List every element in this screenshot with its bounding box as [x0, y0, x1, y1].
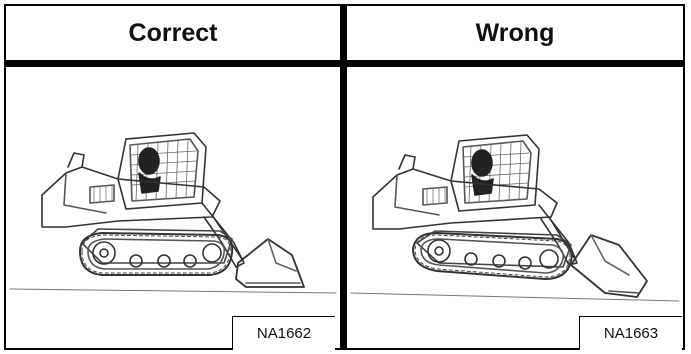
header-divider	[4, 60, 685, 67]
track-loader-bucket-tipped-icon	[347, 67, 683, 348]
figure-code-wrong: NA1663	[579, 316, 682, 350]
correct-heading: Correct	[6, 6, 340, 60]
correct-illustration-panel	[6, 67, 340, 348]
wrong-heading: Wrong	[347, 6, 683, 60]
figure-code-correct: NA1662	[232, 316, 335, 350]
column-divider	[340, 4, 347, 350]
wrong-illustration-panel	[347, 67, 683, 348]
track-loader-bucket-flat-icon	[6, 67, 340, 348]
